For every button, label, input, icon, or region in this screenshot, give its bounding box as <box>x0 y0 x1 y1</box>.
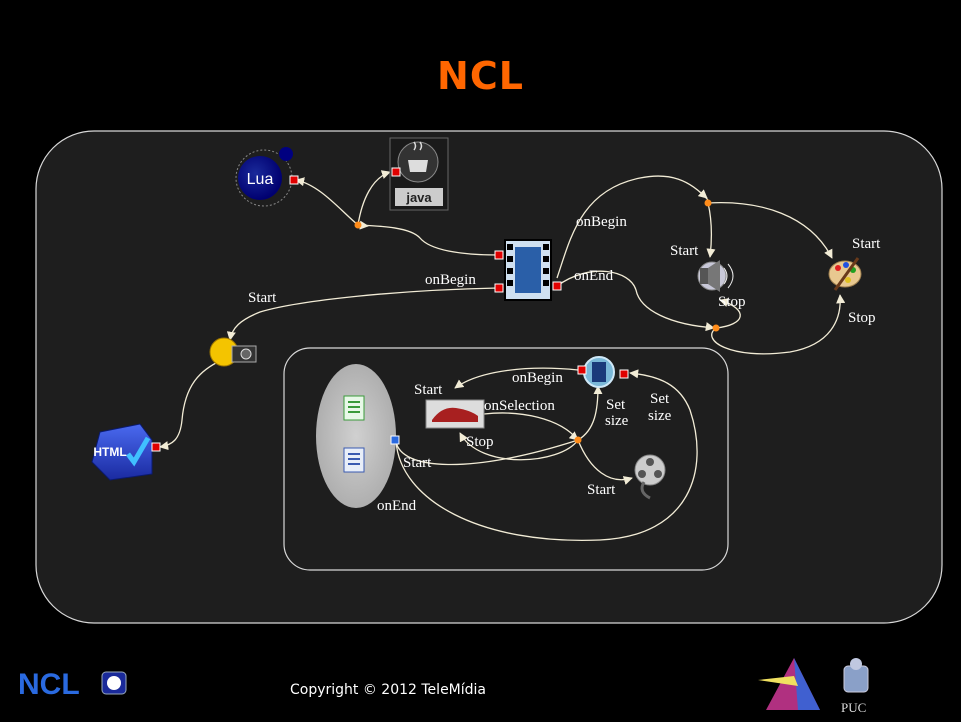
doc-blue-icon <box>343 447 365 473</box>
label-onbegin-inner: onBegin <box>512 370 563 386</box>
svg-text:java: java <box>405 190 432 205</box>
svg-text:HTML: HTML <box>93 445 126 459</box>
junction-onend <box>712 324 720 332</box>
speaker-node[interactable] <box>697 260 734 292</box>
label-onend-main: onEnd <box>574 268 614 284</box>
svg-text:NCL: NCL <box>18 668 80 698</box>
film-icon <box>515 247 541 293</box>
html-node[interactable]: HTML <box>91 423 153 481</box>
lua-node[interactable]: Lua <box>235 147 293 207</box>
palette-node[interactable] <box>828 257 862 291</box>
switch-node[interactable] <box>316 364 396 508</box>
shoe-icon <box>432 407 478 422</box>
ncl-logo: NCL <box>18 668 127 698</box>
html-port[interactable] <box>151 442 161 452</box>
java-port[interactable] <box>391 167 401 177</box>
main-video-port-2[interactable] <box>494 283 504 293</box>
main-video-port-3[interactable] <box>552 281 562 291</box>
inner-film-icon <box>592 362 606 382</box>
camera-node[interactable] <box>209 337 257 367</box>
svg-text:Lua: Lua <box>247 171 274 188</box>
label-size-1: size <box>605 413 629 429</box>
label-onbegin-main: onBegin <box>425 272 476 288</box>
footer-copyright: Copyright © 2012 TeleMídia <box>290 682 486 698</box>
label-start-speaker: Start <box>670 243 699 259</box>
java-node[interactable]: java <box>389 137 449 211</box>
checkmark-icon <box>126 436 151 467</box>
lua-icon <box>238 156 282 200</box>
puc-label: PUC <box>841 700 867 715</box>
label-start-doc: Start <box>403 455 432 471</box>
junction-lua-java <box>354 221 362 229</box>
junction-inner <box>574 436 582 444</box>
label-start-reel: Start <box>587 482 616 498</box>
inner-video-port-right[interactable] <box>619 369 629 379</box>
puc-logo <box>843 658 869 693</box>
label-onselection: onSelection <box>484 398 555 414</box>
label-onend-inner: onEnd <box>377 498 417 514</box>
label-start-camera: Start <box>248 290 277 306</box>
doc-green-icon <box>343 395 365 421</box>
label-start-palette: Start <box>852 236 881 252</box>
shoe-node[interactable] <box>425 399 485 429</box>
switch-port[interactable] <box>390 435 400 445</box>
slide-title: NCL <box>437 54 524 98</box>
label-stop-palette: Stop <box>848 310 876 326</box>
inner-video-node[interactable] <box>583 356 615 388</box>
main-video-node[interactable] <box>504 239 552 301</box>
label-onbegin-top: onBegin <box>576 214 627 230</box>
label-stop-speaker: Stop <box>718 294 746 310</box>
reel-node[interactable] <box>634 454 666 500</box>
label-set-1: Set <box>606 397 626 413</box>
main-video-port-1[interactable] <box>494 250 504 260</box>
label-size-2: size <box>648 408 672 424</box>
label-stop-inner: Stop <box>466 434 494 450</box>
junction-onbegin <box>704 199 712 207</box>
lua-port[interactable] <box>289 175 299 185</box>
label-start-inner: Start <box>414 382 443 398</box>
telemidia-logo <box>758 658 820 710</box>
label-set-2: Set <box>650 391 670 407</box>
inner-video-port-left[interactable] <box>577 365 587 375</box>
